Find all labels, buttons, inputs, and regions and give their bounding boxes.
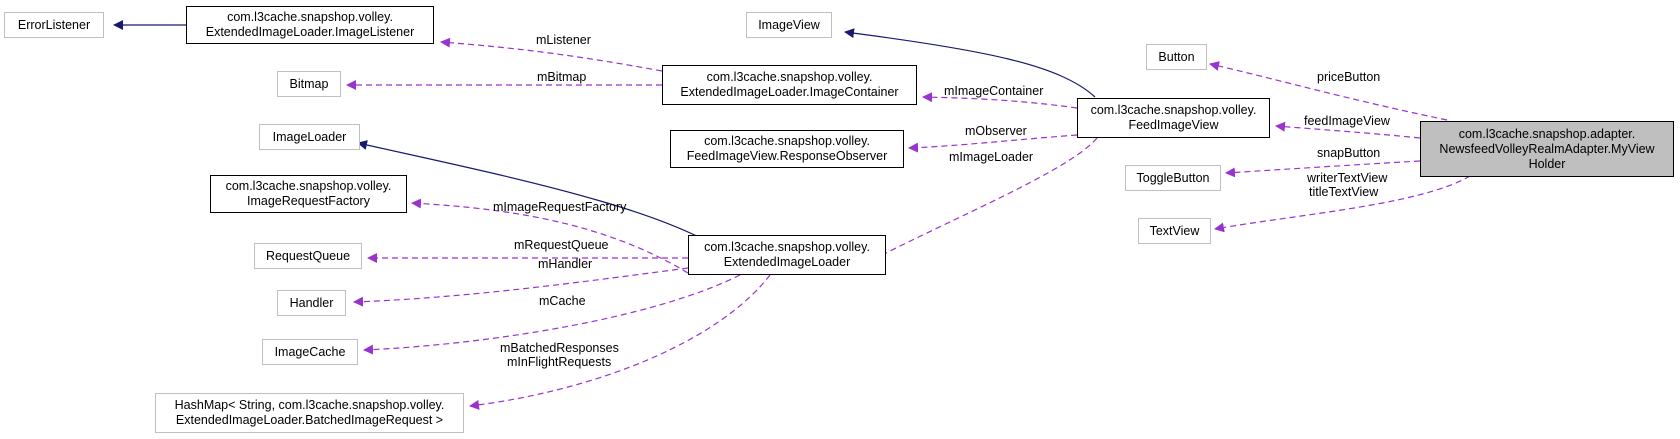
- edge-mimagerequestfactory: [411, 198, 689, 274]
- node-line: ImageRequestFactory: [247, 194, 370, 208]
- node-line: Handler: [289, 295, 334, 310]
- node-error-listener[interactable]: ErrorListener: [4, 12, 104, 38]
- label-mimageloader: mImageLoader: [949, 150, 1033, 164]
- node-line: com.l3cache.snapshop.volley.: [704, 240, 870, 254]
- label-minflightrequests: mInFlightRequests: [507, 355, 611, 369]
- edge-feedimageview-inherits-imageview: [844, 28, 1096, 98]
- edge-mhandler: [353, 267, 689, 307]
- node-line: ImageCache: [274, 344, 346, 359]
- node-line: NewsfeedVolleyRealmAdapter.MyView: [1439, 141, 1655, 156]
- label-mcache: mCache: [539, 294, 586, 308]
- edge-mbatchedresponses: [469, 274, 771, 410]
- node-line: ExtendedImageLoader: [723, 255, 851, 269]
- node-line: ToggleButton: [1136, 170, 1210, 185]
- node-image-view[interactable]: ImageView: [746, 12, 832, 38]
- label-mrequestqueue: mRequestQueue: [514, 238, 609, 252]
- node-line: Bitmap: [289, 76, 329, 91]
- node-feed-image-view[interactable]: com.l3cache.snapshop.volley. FeedImageVi…: [1077, 98, 1270, 138]
- node-response-observer[interactable]: com.l3cache.snapshop.volley. FeedImageVi…: [670, 130, 904, 168]
- node-my-view-holder[interactable]: com.l3cache.snapshop.adapter. NewsfeedVo…: [1420, 121, 1674, 177]
- node-line: TextView: [1149, 223, 1200, 238]
- node-line: FeedImageView.ResponseObserver: [686, 149, 888, 163]
- node-line: FeedImageView: [1128, 118, 1219, 132]
- label-mbitmap: mBitmap: [537, 70, 586, 84]
- node-line: com.l3cache.snapshop.volley.: [1090, 103, 1257, 117]
- label-mlistener: mListener: [536, 33, 591, 47]
- node-handler[interactable]: Handler: [277, 290, 346, 316]
- edge-feedimageview: [1275, 121, 1421, 139]
- label-feedimageview: feedImageView: [1304, 114, 1391, 128]
- node-line: com.l3cache.snapshop.volley.: [225, 179, 392, 193]
- node-line: Button: [1158, 49, 1195, 64]
- label-mimagecontainer: mImageContainer: [944, 84, 1043, 98]
- edge-snapbutton: [1225, 160, 1421, 178]
- node-button[interactable]: Button: [1146, 44, 1207, 70]
- label-mbatchedresponses: mBatchedResponses: [500, 341, 619, 355]
- label-mimagerequestfactory: mImageRequestFactory: [493, 200, 627, 214]
- node-line: ImageLoader: [272, 129, 347, 144]
- node-text-view[interactable]: TextView: [1138, 218, 1211, 244]
- node-line: HashMap< String, com.l3cache.snapshop.vo…: [174, 398, 445, 412]
- node-request-queue[interactable]: RequestQueue: [254, 243, 362, 269]
- node-line: com.l3cache.snapshop.volley.: [227, 10, 393, 24]
- node-extended-image-loader[interactable]: com.l3cache.snapshop.volley. ExtendedIma…: [688, 235, 886, 275]
- node-line: ImageView: [758, 17, 820, 32]
- node-line: RequestQueue: [265, 248, 351, 263]
- node-image-container[interactable]: com.l3cache.snapshop.volley. ExtendedIma…: [662, 65, 917, 105]
- node-line: ExtendedImageLoader.ImageListener: [205, 25, 415, 39]
- node-line: ErrorListener: [17, 17, 91, 32]
- label-snapbutton: snapButton: [1317, 146, 1380, 160]
- node-line: Holder: [1528, 156, 1566, 171]
- label-mobserver: mObserver: [965, 124, 1027, 138]
- node-image-request-factory[interactable]: com.l3cache.snapshop.volley. ImageReques…: [210, 175, 407, 213]
- label-titletextview: titleTextView: [1309, 185, 1379, 199]
- node-toggle-button[interactable]: ToggleButton: [1125, 165, 1221, 191]
- edge-mobserver: [908, 134, 1078, 153]
- node-line: ExtendedImageLoader.BatchedImageRequest …: [175, 413, 444, 427]
- node-image-loader[interactable]: ImageLoader: [259, 124, 360, 150]
- node-line: com.l3cache.snapshop.volley.: [706, 70, 873, 84]
- label-pricebutton: priceButton: [1317, 70, 1380, 84]
- edge-mlistener: [440, 37, 663, 72]
- node-hashmap[interactable]: HashMap< String, com.l3cache.snapshop.vo…: [155, 393, 464, 433]
- label-mhandler: mHandler: [538, 257, 592, 271]
- node-line: com.l3cache.snapshop.adapter.: [1458, 126, 1636, 141]
- node-image-listener[interactable]: com.l3cache.snapshop.volley. ExtendedIma…: [186, 6, 434, 44]
- edge-mcache: [363, 274, 741, 355]
- node-line: com.l3cache.snapshop.volley.: [704, 134, 870, 148]
- edge-mimagecontainer: [922, 92, 1078, 109]
- edge-writer-title-textview: [1214, 175, 1471, 233]
- edge-mimageloader: [865, 137, 1098, 264]
- node-bitmap[interactable]: Bitmap: [277, 71, 341, 97]
- node-image-cache[interactable]: ImageCache: [262, 339, 358, 365]
- label-writertextview: writerTextView: [1306, 171, 1388, 185]
- node-line: ExtendedImageLoader.ImageContainer: [680, 85, 899, 99]
- edge-pricebutton: [1209, 61, 1448, 121]
